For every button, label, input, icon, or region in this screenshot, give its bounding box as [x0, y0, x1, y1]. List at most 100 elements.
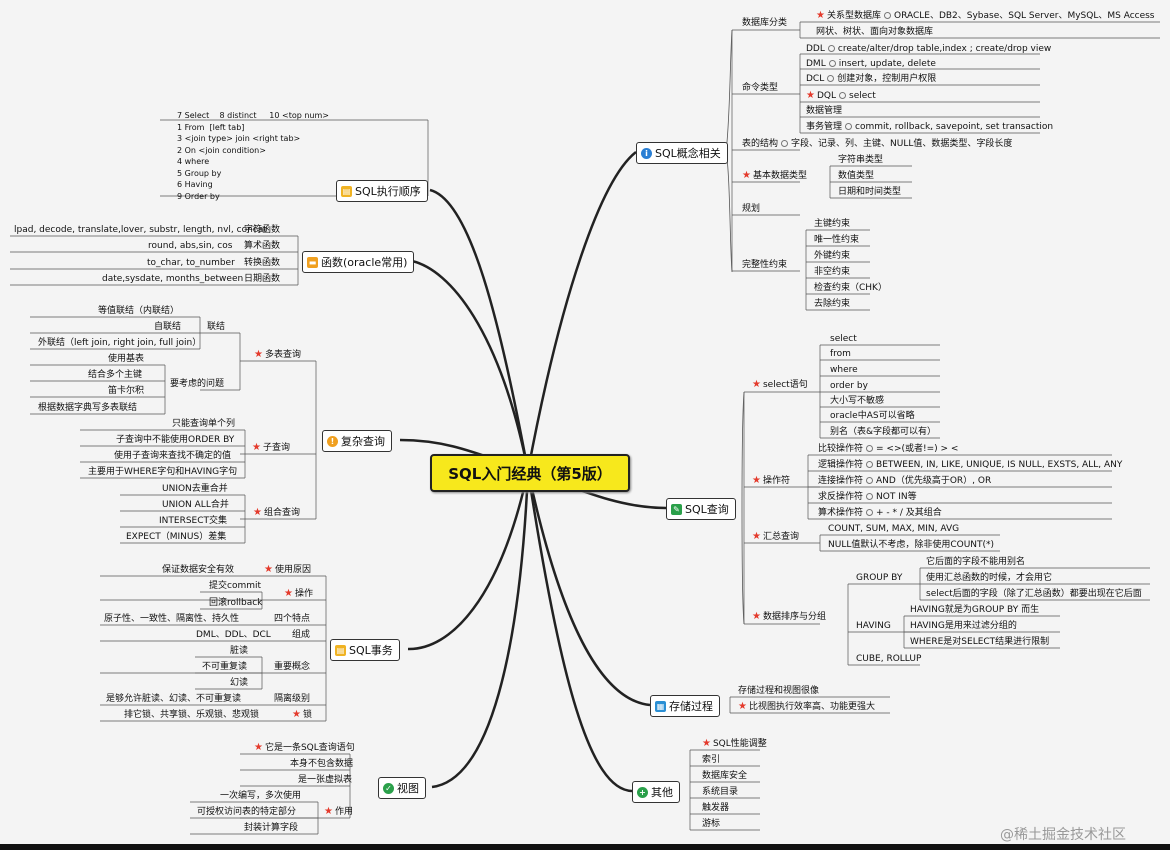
node-tx-feature-item[interactable]: 原子性、一致性、隔离性、持久性 — [104, 614, 240, 624]
node-integrity-item[interactable]: 外键约束 — [814, 251, 851, 261]
node-having-item[interactable]: WHERE是对SELECT结果进行限制 — [910, 637, 1050, 647]
node-select-item[interactable]: select — [830, 334, 857, 344]
node-norm[interactable]: 规划 — [742, 204, 761, 214]
node-agg-item[interactable]: NULL值默认不考虑，除非使用COUNT(*) — [828, 540, 995, 550]
node-join-item[interactable]: 外联结（left join, right join, full join） — [38, 338, 202, 348]
node-other-db[interactable]: 网状、树状、面向对象数据库 — [816, 27, 934, 37]
node-view-item[interactable]: ★它是一条SQL查询语句 — [252, 742, 357, 754]
node-basic-type-item[interactable]: 数值类型 — [838, 171, 875, 181]
node-function-name[interactable]: 转换函数 — [244, 258, 281, 268]
node-combo-item[interactable]: UNION去重合并 — [162, 484, 228, 494]
node-concern-item[interactable]: 结合多个主键 — [88, 370, 143, 380]
node-tx-isolation[interactable]: 隔离级别 — [274, 694, 311, 704]
node-select-item[interactable]: from — [830, 349, 851, 359]
node-group-item[interactable]: 使用汇总函数的时候，才会用它 — [926, 573, 1053, 583]
topic-complex-query[interactable]: !复杂查询 — [322, 430, 392, 452]
topic-sql-transaction[interactable]: ▤SQL事务 — [330, 639, 400, 661]
topic-functions[interactable]: ▬函数(oracle常用) — [302, 251, 415, 273]
node-integrity-item[interactable]: 检查约束（CHK） — [814, 283, 887, 293]
node-concern-item[interactable]: 使用基表 — [108, 354, 145, 364]
node-having-item[interactable]: HAVING是用来过滤分组的 — [910, 621, 1017, 631]
node-other-item[interactable]: 系统目录 — [702, 787, 739, 797]
node-function-desc[interactable]: lpad, decode, translate,lover, substr, l… — [14, 225, 267, 235]
node-select-stmt[interactable]: ★select语句 — [750, 379, 810, 391]
node-basic-types[interactable]: ★基本数据类型 — [740, 170, 809, 182]
node-tx-lock-item[interactable]: 排它锁、共享锁、乐观锁、悲观锁 — [124, 710, 260, 720]
node-proc-item[interactable]: ★比视图执行效率高、功能更强大 — [736, 701, 877, 713]
node-tx-compose[interactable]: 组成 — [292, 630, 311, 640]
node-group-item[interactable]: 它后面的字段不能用别名 — [926, 557, 1026, 567]
node-other-item[interactable]: 索引 — [702, 755, 721, 765]
node-operator[interactable]: 算术操作符+ - * / 及其组合 — [816, 507, 944, 519]
node-data-mgmt[interactable]: 数据管理 — [806, 106, 843, 116]
node-tx-compose-item[interactable]: DML、DDL、DCL — [196, 630, 271, 640]
node-tx-lock[interactable]: ★锁 — [290, 709, 314, 721]
node-other-item[interactable]: ★SQL性能调整 — [700, 738, 769, 750]
node-concern[interactable]: 要考虑的问题 — [170, 379, 225, 389]
node-integrity-item[interactable]: 主键约束 — [814, 219, 851, 229]
node-agg-item[interactable]: COUNT, SUM, MAX, MIN, AVG — [828, 524, 960, 534]
node-function-name[interactable]: 字符函数 — [244, 225, 281, 235]
node-view-item[interactable]: 是一张虚拟表 — [298, 775, 353, 785]
node-view-use-item[interactable]: 可授权访问表的特定部分 — [197, 807, 297, 817]
node-multi-table[interactable]: ★多表查询 — [252, 349, 303, 361]
node-tx-op[interactable]: ★操作 — [282, 588, 315, 600]
node-integrity-item[interactable]: 唯一性约束 — [814, 235, 860, 245]
node-function-name[interactable]: 算术函数 — [244, 241, 281, 251]
node-subquery-item[interactable]: 使用子查询来查找不确定的值 — [114, 451, 232, 461]
node-operators[interactable]: ★操作符 — [750, 475, 792, 487]
node-subquery-item[interactable]: 主要用于WHERE字句和HAVING字句 — [88, 467, 238, 477]
node-function-desc[interactable]: date,sysdate, months_between — [102, 274, 244, 284]
node-integrity-item[interactable]: 去除约束 — [814, 299, 851, 309]
node-subquery-item[interactable]: 子查询中不能使用ORDER BY — [116, 435, 235, 445]
node-cmd-types[interactable]: 命令类型 — [742, 83, 779, 93]
node-combo-item[interactable]: INTERSECT交集 — [159, 516, 228, 526]
node-concern-item[interactable]: 根据数据字典写多表联结 — [38, 403, 138, 413]
node-combo-item[interactable]: EXPECT（MINUS）差集 — [126, 532, 227, 542]
node-function-desc[interactable]: round, abs,sin, cos — [148, 241, 233, 251]
node-combo-query[interactable]: ★组合查询 — [251, 507, 302, 519]
node-table-struct[interactable]: 表的结构字段、记录、列、主键、NULL值、数据类型、字段长度 — [740, 138, 1014, 150]
node-having[interactable]: HAVING — [856, 621, 891, 631]
node-db-types[interactable]: 数据库分类 — [742, 18, 788, 28]
node-operator[interactable]: 比较操作符= <>(或者!=) > < — [816, 443, 960, 455]
topic-stored-procedure[interactable]: ▦存储过程 — [650, 695, 720, 717]
node-view-use-item[interactable]: 一次编写，多次使用 — [220, 791, 302, 801]
node-other-item[interactable]: 触发器 — [702, 803, 730, 813]
topic-other[interactable]: +其他 — [632, 781, 680, 803]
node-view-use-item[interactable]: 封装计算字段 — [244, 823, 299, 833]
node-tx-reason-item[interactable]: 保证数据安全有效 — [162, 565, 235, 575]
node-cube[interactable]: CUBE, ROLLUP — [856, 654, 922, 664]
node-integrity-item[interactable]: 非空约束 — [814, 267, 851, 277]
node-basic-type-item[interactable]: 日期和时间类型 — [838, 187, 902, 197]
node-sort-group[interactable]: ★数据排序与分组 — [750, 611, 828, 623]
node-tx-concept-item[interactable]: 不可重复读 — [202, 662, 248, 672]
node-proc-item[interactable]: 存储过程和视图很像 — [738, 686, 820, 696]
node-tx-isolation-item[interactable]: 是够允许脏读、幻读、不可重复读 — [106, 694, 242, 704]
node-function-desc[interactable]: to_char, to_number — [147, 258, 235, 268]
node-concern-item[interactable]: 笛卡尔积 — [108, 386, 145, 396]
node-view-item[interactable]: 本身不包含数据 — [290, 759, 354, 769]
node-tx-concept-item[interactable]: 脏读 — [230, 646, 249, 656]
node-other-item[interactable]: 数据库安全 — [702, 771, 748, 781]
node-tx-op-item[interactable]: 回滚rollback — [209, 598, 263, 608]
node-tx-concept[interactable]: 重要概念 — [274, 662, 311, 672]
node-join-item[interactable]: 自联结 — [154, 322, 182, 332]
node-select-item[interactable]: where — [830, 365, 858, 375]
node-aggregate[interactable]: ★汇总查询 — [750, 531, 801, 543]
node-tx-reason[interactable]: ★使用原因 — [262, 564, 313, 576]
node-group-item[interactable]: select后面的字段（除了汇总函数）都要出现在它后面 — [926, 589, 1142, 599]
node-tx-op-item[interactable]: 提交commit — [209, 581, 262, 591]
node-basic-type-item[interactable]: 字符串类型 — [838, 155, 884, 165]
node-select-item[interactable]: oracle中AS可以省略 — [830, 411, 915, 421]
node-subquery-item[interactable]: 只能查询单个列 — [172, 419, 236, 429]
